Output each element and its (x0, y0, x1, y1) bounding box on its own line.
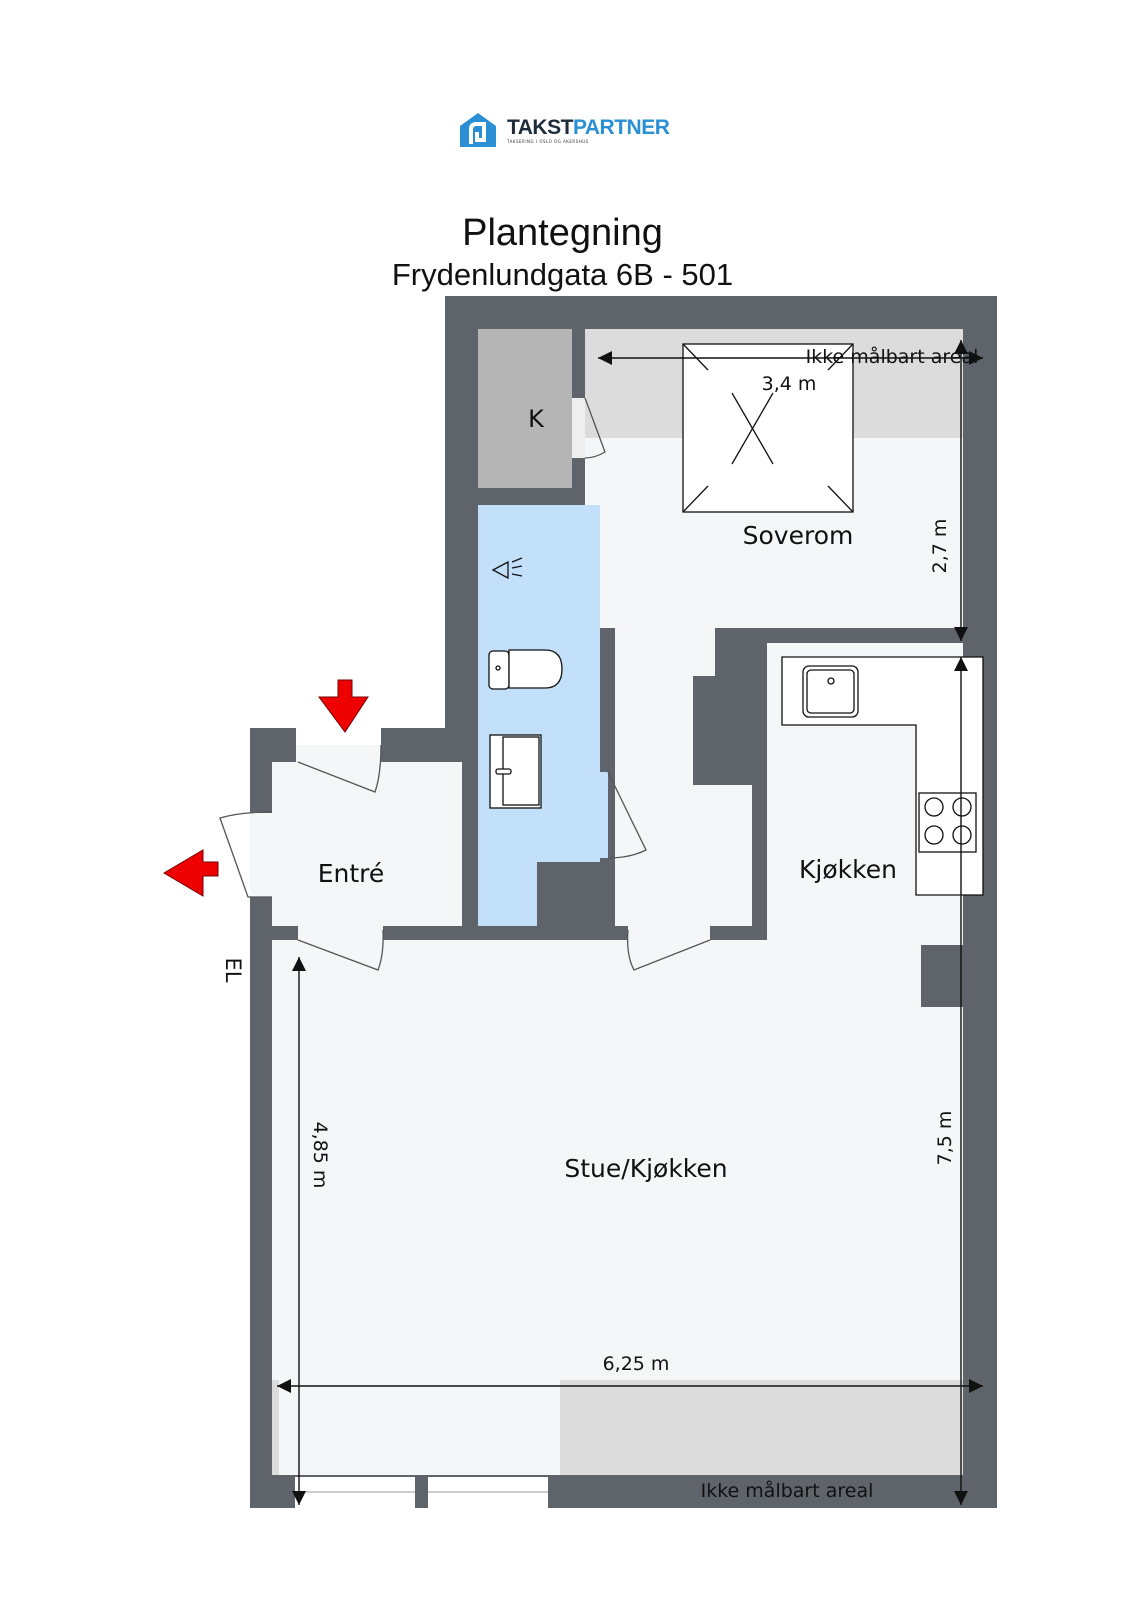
room-label-bedroom: Soverom (743, 521, 854, 550)
living-door-swing (297, 929, 384, 971)
hall-door-swing (626, 929, 711, 971)
house-logo-icon (460, 113, 496, 147)
exit-arrow-left-icon (163, 849, 219, 897)
bathroom-floor (478, 505, 600, 926)
living-door-opening (298, 926, 383, 940)
dimension-lines (277, 340, 983, 1505)
closet-floor (478, 329, 572, 488)
unmeasurable-strip (272, 1380, 279, 1475)
closet-door-swing (584, 397, 606, 459)
shower-icon (491, 557, 523, 580)
pillar (921, 945, 963, 1007)
room-label-entrance: Entré (318, 859, 385, 888)
stove-icon (918, 792, 977, 853)
room-label-living: Stue/Kjøkken (564, 1154, 727, 1183)
entrance-floor (272, 762, 462, 926)
room-label-kitchen: Kjøkken (799, 855, 897, 884)
dim-label-total-width: 6,25 m (603, 1353, 670, 1375)
wall-block (537, 862, 615, 926)
unmeasurable-area-bottom (560, 1380, 963, 1475)
dim-label-bedroom-width: 3,4 m (762, 373, 817, 395)
unmeasurable-label-top: Ikke målbart areal (806, 345, 979, 368)
closet-door-opening (572, 398, 585, 458)
dim-label-living-depth: 4,85 m (309, 1122, 331, 1189)
doors (219, 397, 711, 971)
wall-block (693, 676, 752, 785)
skylight-icon (682, 343, 854, 513)
entrance-arrow-down-icon (318, 679, 369, 733)
logo-brand-part2: PARTNER (572, 115, 670, 139)
front-door-opening (296, 728, 381, 745)
toilet-icon (488, 649, 563, 690)
bathroom-door-swing (607, 771, 647, 859)
sink-icon (489, 734, 542, 809)
side-door-swing (219, 811, 273, 898)
logo-tagline: TAKSERING I OSLO OG AKERSHUS (507, 138, 589, 144)
windows (295, 1477, 548, 1508)
logo: TAKSTPARTNER TAKSERING I OSLO OG AKERSHU… (457, 110, 670, 150)
hall-door-opening (628, 926, 710, 940)
wall-block (715, 628, 963, 643)
page-subtitle: Frydenlundgata 6B - 501 (391, 257, 734, 292)
dim-label-total-depth: 7,5 m (934, 1111, 956, 1166)
dim-label-bedroom-depth: 2,7 m (929, 519, 951, 574)
room-label-closet: K (528, 405, 545, 433)
page-title: Plantegning (462, 212, 663, 254)
side-door-opening (250, 813, 272, 897)
front-door-swing (297, 744, 382, 793)
unmeasurable-label-bottom: Ikke målbart areal (701, 1479, 874, 1502)
bathroom-door-opening (600, 772, 608, 858)
electric-panel-label: EL (221, 958, 245, 983)
logo-brand-part1: TAKST (507, 115, 573, 139)
